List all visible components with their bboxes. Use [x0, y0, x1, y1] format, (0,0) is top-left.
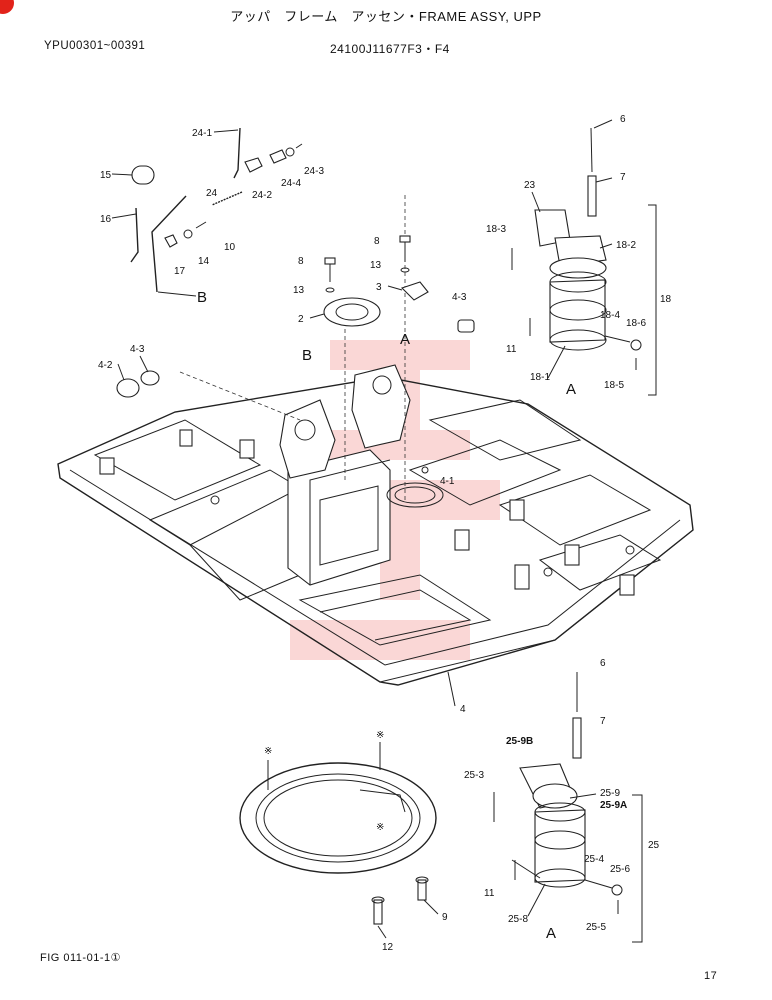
- callout-23: 23: [524, 180, 536, 191]
- swing-motor-lower: [493, 672, 643, 943]
- callout-16: 16: [100, 214, 112, 225]
- callout-B-top: B: [197, 289, 207, 306]
- callout-24-3: 24-3: [304, 166, 324, 177]
- callout-4-3-top: 4-3: [452, 292, 467, 303]
- callout-labels: 24-1 24 24-2 24-4 24-3 15 16 17 14 10 B …: [98, 114, 672, 953]
- callout-25-9B: 25-9B: [506, 736, 533, 747]
- figure-reference: FIG 011-01-1①: [40, 952, 121, 964]
- assembly-part-number: 24100J11677F3・F4: [330, 42, 450, 56]
- callout-11-top: 11: [506, 344, 517, 355]
- callout-12: 12: [382, 942, 394, 953]
- callout-B-center: B: [302, 347, 312, 364]
- callout-9: 9: [442, 912, 448, 923]
- callout-4-2: 4-2: [98, 360, 113, 371]
- callout-star-top: ※: [376, 730, 384, 741]
- callout-18-3: 18-3: [486, 224, 506, 235]
- callout-13-right: 13: [370, 260, 382, 271]
- callout-18: 18: [660, 294, 672, 305]
- callout-A-lower-motor: A: [546, 925, 556, 942]
- callout-10: 10: [224, 242, 236, 253]
- callout-25: 25: [648, 840, 660, 851]
- callout-star-inner: ※: [376, 822, 384, 833]
- callout-25-4: 25-4: [584, 854, 604, 865]
- callout-18-2: 18-2: [616, 240, 636, 251]
- ref-line-c: [179, 371, 301, 421]
- callout-18-5: 18-5: [604, 380, 624, 391]
- callout-4-3-left: 4-3: [130, 344, 145, 355]
- callout-25-8: 25-8: [508, 914, 528, 925]
- callout-25-9: 25-9: [600, 788, 620, 799]
- upper-frame-drawing: [57, 364, 694, 686]
- callout-25-5: 25-5: [586, 922, 606, 933]
- callout-13-left: 13: [293, 285, 305, 296]
- callout-24: 24: [206, 188, 218, 199]
- callout-A-upper-motor: A: [566, 381, 576, 398]
- callout-7-top: 7: [620, 172, 626, 183]
- callout-2: 2: [298, 314, 304, 325]
- callout-4: 4: [460, 704, 466, 715]
- callout-11-bottom: 11: [484, 888, 495, 899]
- page-title: アッパ フレーム アッセン・FRAME ASSY, UPP: [230, 9, 542, 24]
- swing-bearing: [239, 742, 437, 925]
- callout-6-bottom: 6: [600, 658, 606, 669]
- callout-25-9A: 25-9A: [600, 800, 627, 811]
- leader-lines: [111, 119, 613, 939]
- callout-15: 15: [100, 170, 112, 181]
- callout-8-right: 8: [374, 236, 380, 247]
- corner-badge: [0, 0, 14, 14]
- swing-motor-upper: [511, 127, 657, 396]
- callout-24-2: 24-2: [252, 190, 272, 201]
- callout-A-center: A: [400, 331, 410, 348]
- callout-14: 14: [198, 256, 210, 267]
- callout-18-1: 18-1: [530, 372, 550, 383]
- callout-18-6: 18-6: [626, 318, 646, 329]
- callout-6-top: 6: [620, 114, 626, 125]
- callout-25-3: 25-3: [464, 770, 484, 781]
- callout-25-6: 25-6: [610, 864, 630, 875]
- callout-4-1: 4-1: [440, 476, 455, 487]
- callout-star-left: ※: [264, 746, 272, 757]
- callout-24-4: 24-4: [281, 178, 301, 189]
- callout-3: 3: [376, 282, 382, 293]
- page-number: 17: [704, 970, 718, 982]
- serial-range: YPU00301~00391: [44, 40, 146, 52]
- callout-17: 17: [174, 266, 186, 277]
- lever-assembly: [130, 127, 303, 297]
- top-cover-parts: [116, 235, 475, 398]
- callout-7-bottom: 7: [600, 716, 606, 727]
- callout-18-4: 18-4: [600, 310, 620, 321]
- callout-24-1: 24-1: [192, 128, 212, 139]
- callout-8-left: 8: [298, 256, 304, 267]
